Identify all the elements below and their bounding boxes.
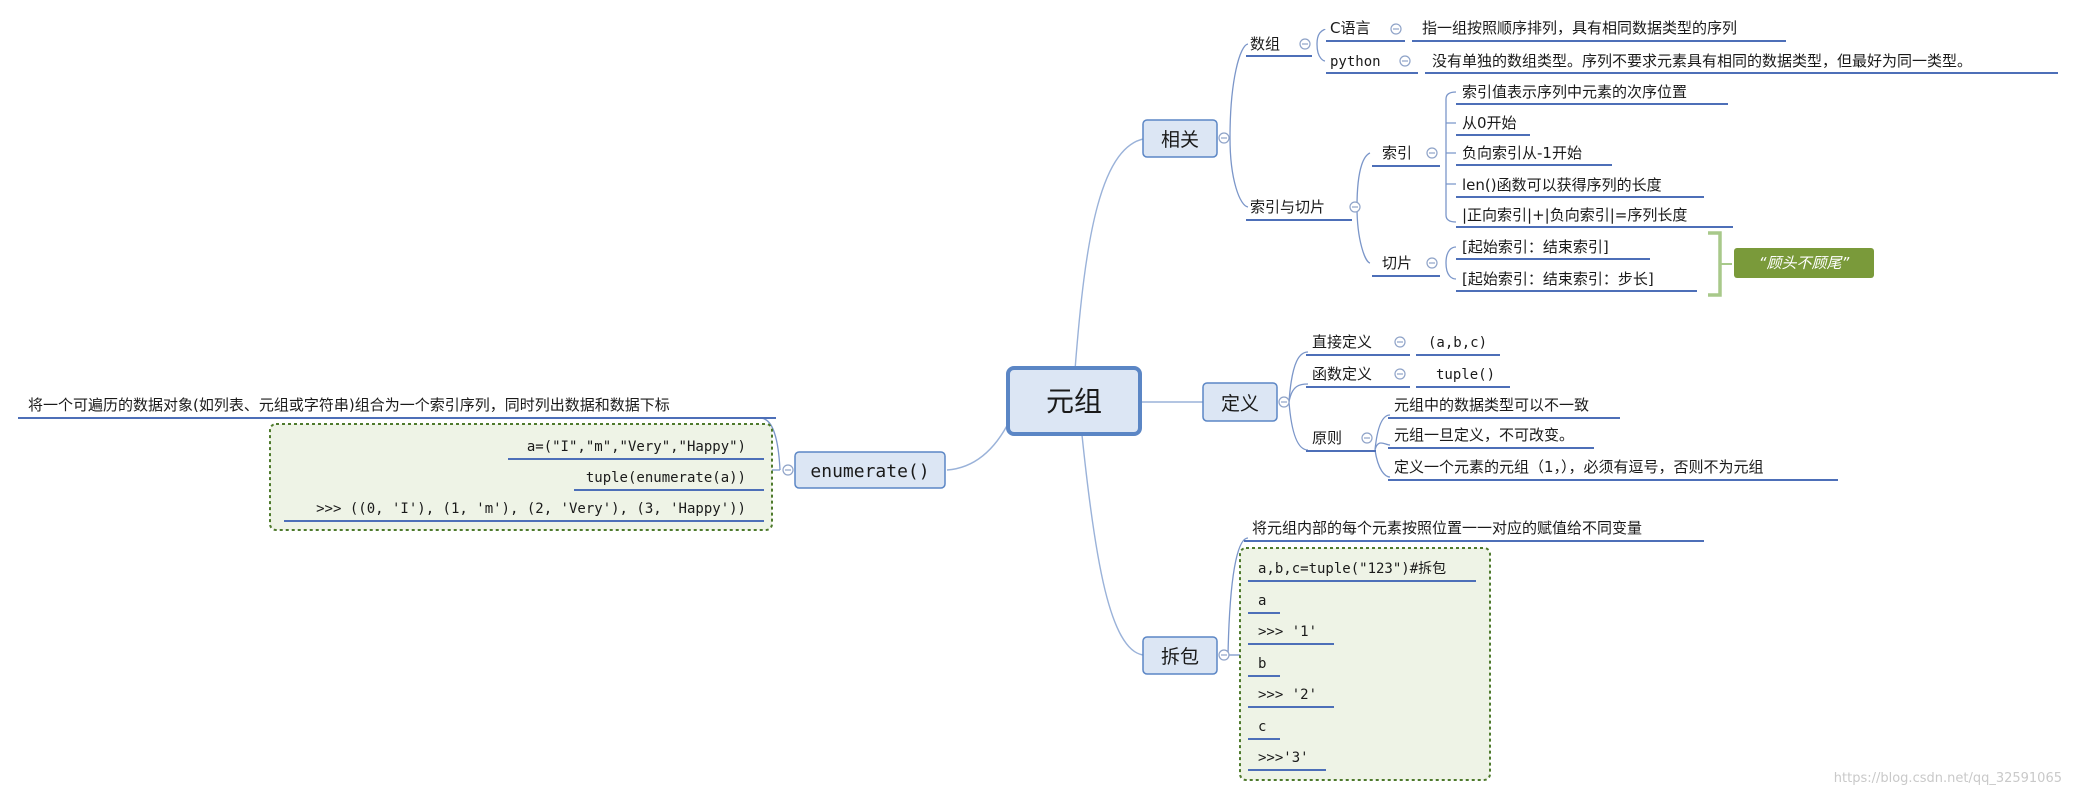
unpack-code-box: a,b,c=tuple("123")#拆包 a >>> '1' b >>> '2… [1239,547,1491,781]
connector-related-index-slice [1229,137,1249,208]
node-definition[interactable]: 定义 [1202,382,1290,422]
connector-def-func [1288,383,1309,403]
related-connectors [1229,28,1457,280]
node-func-label: 函数定义 [1312,365,1372,383]
node-index-slice-label: 索引与切片 [1250,198,1325,216]
connector-index-items-bottom [1445,153,1457,223]
node-c-label: C语言 [1330,19,1370,37]
connector-principle-items [1374,414,1391,478]
slice-items: [起始索引：结束索引] [起始索引：结束索引：步长] [1456,238,1697,292]
node-slice[interactable]: 切片 [1372,254,1440,277]
list-item: [起始索引：结束索引] [1462,238,1609,256]
code-line: >>>'3' [1258,750,1309,766]
list-item: 定义一个元素的元组（1，），必须有逗号，否则不为元组 [1394,458,1764,476]
center-label: 元组 [1046,385,1102,418]
definition-connectors [1288,351,1391,478]
enumerate-code-box: a=("I","m","Very","Happy") tuple(enumera… [269,423,773,531]
node-unpack-desc[interactable]: 将元组内部的每个元素按照位置一一对应的赋值给不同变量 [1244,519,1704,542]
node-unpack[interactable]: 拆包 [1142,636,1230,675]
node-c-desc: 指一组按照顺序排列，具有相同数据类型的序列 [1422,19,1737,37]
node-enumerate-desc[interactable]: 将一个可遍历的数据对象(如列表、元组或字符串)组合为一个索引序列，同时列出数据和… [18,396,776,419]
connector-def-direct [1288,351,1309,403]
node-func-value: tuple() [1436,367,1495,383]
list-item: len()函数可以获得序列的长度 [1462,176,1662,194]
list-item: 从0开始 [1462,114,1517,132]
connector-unpack-desc [1227,537,1249,656]
node-index-slice[interactable]: 索引与切片 [1246,198,1361,221]
node-enumerate-desc-text: 将一个可遍历的数据对象(如列表、元组或字符串)组合为一个索引序列，同时列出数据和… [28,396,670,414]
node-python[interactable]: python 没有单独的数组类型。序列不要求元素具有相同的数据类型，但最好为同一… [1326,52,2058,74]
center-connectors [946,137,1203,656]
list-item: 元组一旦定义，不可改变。 [1394,426,1574,444]
node-definition-label: 定义 [1221,393,1259,415]
node-direct-label: 直接定义 [1312,333,1372,351]
node-python-desc: 没有单独的数组类型。序列不要求元素具有相同的数据类型，但最好为同一类型。 [1432,52,1972,70]
code-line: b [1258,656,1266,672]
principle-items: 元组中的数据类型可以不一致 元组一旦定义，不可改变。 定义一个元素的元组（1，）… [1388,396,1838,481]
node-func-def[interactable]: 函数定义 tuple() [1306,365,1510,388]
code-line: a,b,c=tuple("123")#拆包 [1258,561,1446,577]
connector-index-slice-slice [1356,206,1371,264]
node-python-label: python [1330,54,1381,70]
index-items: 索引值表示序列中元素的次序位置 从0开始 负向索引从-1开始 len()函数可以… [1456,83,1733,228]
node-principle-label: 原则 [1312,429,1342,447]
node-unpack-label: 拆包 [1161,646,1199,668]
list-item: |正向索引|+|负向索引|=序列长度 [1462,206,1687,224]
node-index-label: 索引 [1382,144,1412,162]
connector-index-slice-index [1356,152,1371,208]
node-enumerate-label: enumerate() [810,461,929,482]
node-related[interactable]: 相关 [1142,119,1230,158]
connector-index-items [1445,91,1457,153]
watermark: https://blog.csdn.net/qq_32591065 [1834,771,2062,786]
code-line: >>> ((0, 'I'), (1, 'm'), (2, 'Very'), (3… [316,501,746,517]
list-item: 索引值表示序列中元素的次序位置 [1462,83,1687,101]
node-unpack-desc-text: 将元组内部的每个元素按照位置一一对应的赋值给不同变量 [1252,519,1642,537]
list-item: 负向索引从-1开始 [1462,144,1582,162]
node-related-label: 相关 [1161,129,1199,151]
list-item: [起始索引：结束索引：步长] [1462,270,1654,288]
node-array[interactable]: 数组 [1246,35,1312,57]
center-node[interactable]: 元组 [1006,366,1142,436]
list-item: 元组中的数据类型可以不一致 [1394,396,1589,414]
code-line: c [1258,719,1266,735]
connector-related-array [1229,43,1249,139]
connector-center-related [1074,137,1151,371]
connector-center-unpack [1081,434,1144,656]
connector-center-enumerate [946,419,1011,471]
node-c-language[interactable]: C语言 指一组按照顺序排列，具有相同数据类型的序列 [1326,19,1786,42]
connector-def-principle [1288,401,1309,451]
code-line: a=("I","m","Very","Happy") [527,439,746,455]
connector-index-item-ticks [1446,122,1456,185]
slice-callout-text: “顾头不顾尾” [1759,254,1850,272]
connector-array-python [1316,43,1326,62]
node-index[interactable]: 索引 [1372,144,1440,167]
slice-bracket [1708,231,1722,297]
node-direct-value: (a,b,c) [1428,335,1487,351]
code-line: >>> '1' [1258,624,1317,640]
connector-slice-items [1445,246,1457,280]
node-slice-label: 切片 [1382,254,1412,272]
connector-array-c [1316,28,1326,45]
node-array-label: 数组 [1250,35,1280,53]
node-principle[interactable]: 原则 [1306,429,1376,452]
code-line: a [1258,593,1266,609]
slice-callout[interactable]: “顾头不顾尾” [1734,248,1874,278]
node-direct-def[interactable]: 直接定义 (a,b,c) [1306,333,1500,356]
node-enumerate[interactable]: enumerate() [782,451,946,489]
code-line: >>> '2' [1258,687,1317,703]
code-line: tuple(enumerate(a)) [586,470,746,486]
